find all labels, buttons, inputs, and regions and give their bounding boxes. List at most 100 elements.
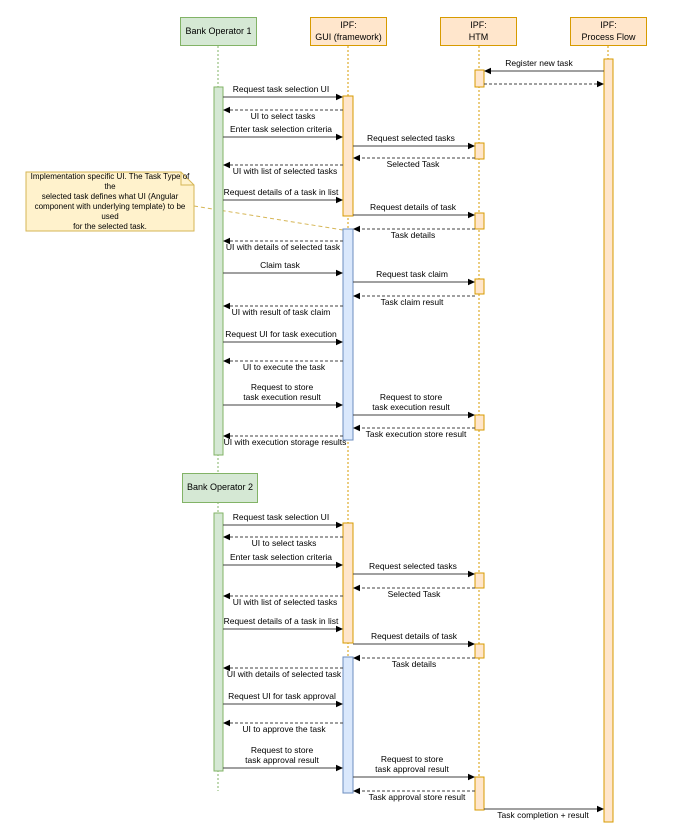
message-label: UI to select tasks bbox=[252, 538, 317, 548]
message-label: Request to store bbox=[380, 392, 443, 402]
message-label: task approval result bbox=[375, 764, 449, 774]
arrowhead-icon bbox=[223, 237, 230, 245]
message: Task details bbox=[353, 654, 475, 669]
arrowhead-icon bbox=[223, 106, 230, 114]
message: Request selected tasks bbox=[353, 561, 475, 578]
message: Register new task bbox=[484, 58, 604, 75]
arrowhead-icon bbox=[223, 302, 230, 310]
arrowhead-icon bbox=[353, 654, 360, 662]
activation-htm-task-details-1 bbox=[474, 212, 485, 230]
arrowhead-icon bbox=[468, 211, 475, 219]
message: Request task selection UI bbox=[223, 84, 343, 101]
message-label: Enter task selection criteria bbox=[230, 552, 332, 562]
message: UI with details of selected task bbox=[223, 664, 343, 679]
activation-gui-task-specific-ui-2 bbox=[342, 656, 354, 794]
participant-bank-operator-2: Bank Operator 2 bbox=[182, 473, 258, 503]
activation-htm-selected-tasks-2 bbox=[474, 572, 485, 589]
activation-gui-selection-1 bbox=[342, 95, 354, 217]
arrowhead-icon bbox=[353, 292, 360, 300]
activation-bank-operator-1-session bbox=[213, 86, 224, 456]
arrowhead-icon bbox=[353, 424, 360, 432]
arrowhead-icon bbox=[353, 154, 360, 162]
message-label: Register new task bbox=[505, 58, 573, 68]
message: Request UI for task approval bbox=[223, 691, 343, 708]
message-label: Request details of task bbox=[371, 631, 458, 641]
arrowhead-icon bbox=[223, 533, 230, 541]
message-label: Selected Task bbox=[387, 159, 441, 169]
arrowhead-icon bbox=[336, 196, 343, 204]
message-label: UI to select tasks bbox=[251, 111, 316, 121]
message: Selected Task bbox=[353, 584, 475, 599]
arrowhead-icon bbox=[468, 278, 475, 286]
message: Task execution store result bbox=[353, 424, 475, 439]
arrowhead-icon bbox=[353, 787, 360, 795]
participant-ipf-process-flow: IPF: Process Flow bbox=[570, 17, 647, 46]
message-label: Request details of task bbox=[370, 202, 457, 212]
message-label: UI to approve the task bbox=[242, 724, 326, 734]
activation-htm-store-execution bbox=[474, 414, 485, 431]
message: Request selected tasks bbox=[353, 133, 475, 150]
message-label: task execution result bbox=[372, 402, 450, 412]
participant-bank-operator-1: Bank Operator 1 bbox=[180, 17, 257, 46]
message-label: UI with execution storage results bbox=[224, 437, 347, 447]
arrowhead-icon bbox=[336, 521, 343, 529]
participant-ipf-gui: IPF: GUI (framework) bbox=[310, 17, 387, 46]
message: Task claim result bbox=[353, 292, 475, 307]
arrowhead-icon bbox=[223, 357, 230, 365]
arrowhead-icon bbox=[223, 161, 230, 169]
arrowhead-icon bbox=[484, 67, 491, 75]
arrowhead-icon bbox=[336, 561, 343, 569]
message-label: Enter task selection criteria bbox=[230, 124, 332, 134]
message: Task approval store result bbox=[353, 787, 475, 802]
message-label: Task approval store result bbox=[369, 792, 466, 802]
arrowhead-icon bbox=[468, 411, 475, 419]
message-label: task approval result bbox=[245, 755, 319, 765]
message: UI with details of selected task bbox=[223, 237, 343, 252]
arrowhead-icon bbox=[336, 269, 343, 277]
activation-bank-operator-2-session bbox=[213, 512, 224, 772]
arrowhead-icon bbox=[223, 592, 230, 600]
message: UI with list of selected tasks bbox=[223, 592, 343, 607]
arrowhead-icon bbox=[223, 432, 230, 440]
arrowhead-icon bbox=[336, 401, 343, 409]
message-label: Claim task bbox=[260, 260, 300, 270]
arrowhead-icon bbox=[336, 700, 343, 708]
activation-htm-task-details-2 bbox=[474, 643, 485, 659]
message: UI to execute the task bbox=[223, 357, 343, 372]
arrowhead-icon bbox=[468, 570, 475, 578]
arrowhead-icon bbox=[468, 142, 475, 150]
message-label: task execution result bbox=[243, 392, 321, 402]
message: Request details of task bbox=[353, 202, 475, 219]
message-label: UI with result of task claim bbox=[232, 307, 331, 317]
message-label: Request details of a task in list bbox=[224, 187, 339, 197]
message: Task details bbox=[353, 225, 475, 240]
message: Request details of a task in list bbox=[223, 616, 343, 633]
message-label: Task details bbox=[392, 659, 436, 669]
message: Enter task selection criteria bbox=[223, 124, 343, 141]
message: Enter task selection criteria bbox=[223, 552, 343, 569]
message: UI with list of selected tasks bbox=[223, 161, 343, 176]
message: Task completion + result bbox=[484, 805, 604, 820]
message-label: Request task claim bbox=[376, 269, 448, 279]
message-label: UI with list of selected tasks bbox=[233, 166, 337, 176]
message: UI to approve the task bbox=[223, 719, 343, 734]
message-label: Selected Task bbox=[388, 589, 442, 599]
arrowhead-icon bbox=[336, 625, 343, 633]
message-label: Request selected tasks bbox=[369, 561, 457, 571]
message bbox=[484, 80, 604, 88]
message: UI to select tasks bbox=[223, 106, 343, 121]
message: Request details of task bbox=[353, 631, 475, 648]
message-label: UI with details of selected task bbox=[226, 242, 341, 252]
arrowhead-icon bbox=[336, 93, 343, 101]
message-label: Request UI for task execution bbox=[225, 329, 337, 339]
message-label: Request task selection UI bbox=[233, 84, 329, 94]
participant-ipf-htm: IPF: HTM bbox=[440, 17, 517, 46]
message-label: UI to execute the task bbox=[243, 362, 326, 372]
activation-htm-task-claim bbox=[474, 278, 485, 295]
